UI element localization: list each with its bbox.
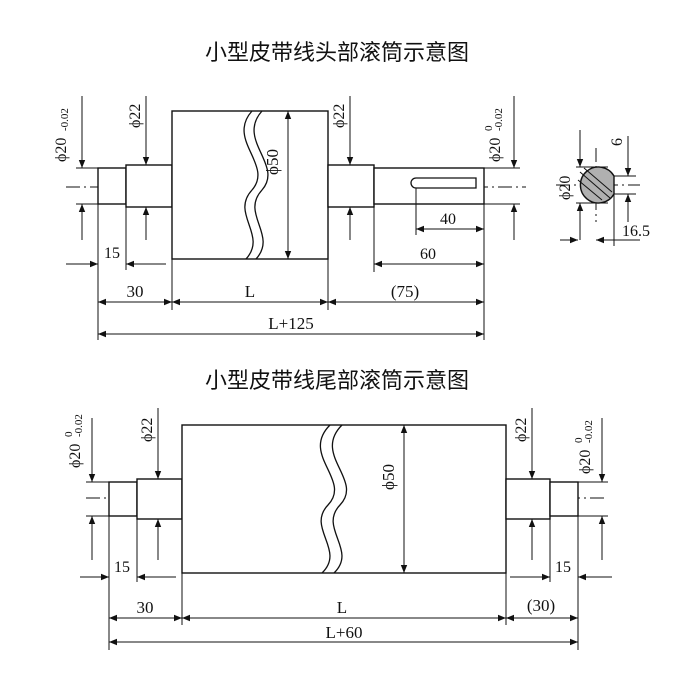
section-key-width-label: 6: [609, 138, 626, 146]
svg-text:ϕ50: ϕ50: [263, 149, 282, 175]
section-hatch: [577, 179, 603, 201]
svg-text:ϕ20: ϕ20: [53, 138, 70, 162]
svg-text:ϕ20: ϕ20: [487, 138, 504, 162]
tail-len-step-left-label: 15: [114, 559, 130, 576]
head-len-step-label: 15: [104, 245, 120, 262]
tail-len-right-label: (30): [527, 596, 555, 615]
head-len-drum-label: L: [245, 282, 255, 301]
svg-text:6: 6: [609, 138, 626, 146]
tail-break-line-2: [331, 424, 348, 574]
tail-dia-right-step-label: ϕ22: [513, 418, 530, 442]
svg-text:ϕ22: ϕ22: [127, 104, 144, 128]
head-dia-left-shaft-label: ϕ20 -0.02: [53, 108, 71, 162]
head-len-keyway-label: 40: [440, 211, 456, 228]
tail-right-step: [505, 478, 551, 520]
svg-text:ϕ20: ϕ20: [557, 176, 574, 200]
head-section-view: ϕ20 6 16.5: [556, 130, 650, 246]
head-len-right-label: (75): [391, 282, 419, 301]
tail-dia-left-shaft-label: ϕ20 0 -0.02: [63, 414, 85, 468]
svg-text:0: 0: [573, 437, 585, 443]
head-roller-drawing: 小型皮带线头部滚筒示意图 ϕ20 -0.02 ϕ22: [53, 41, 650, 340]
head-keyway: [410, 177, 477, 189]
tail-left-shaft: [108, 481, 138, 517]
section-hatch: [583, 167, 613, 193]
svg-text:-0.02: -0.02: [583, 420, 595, 443]
tail-left-step: [136, 478, 183, 520]
tail-len-total-label: L+60: [326, 623, 363, 642]
head-title: 小型皮带线头部滚筒示意图: [205, 41, 469, 66]
tail-dia-right-shaft-label: ϕ20 0 -0.02: [573, 420, 595, 474]
head-drum: [171, 110, 329, 260]
head-dia-right-step-label: ϕ22: [331, 104, 348, 128]
svg-text:ϕ22: ϕ22: [331, 104, 348, 128]
svg-text:ϕ22: ϕ22: [513, 418, 530, 442]
head-break-line-1: [243, 110, 259, 260]
head-dia-right-shaft-label: ϕ20 0 -0.02: [483, 108, 505, 162]
tail-title: 小型皮带线尾部滚筒示意图: [205, 369, 469, 394]
svg-text:-0.02: -0.02: [73, 414, 85, 437]
head-len-key-end-label: 60: [420, 246, 436, 263]
tail-break-line-1: [319, 424, 336, 574]
svg-text:0: 0: [63, 431, 75, 437]
head-len-total-label: L+125: [268, 314, 313, 333]
tail-right-shaft: [549, 481, 579, 517]
tail-len-step-right-label: 15: [555, 559, 571, 576]
svg-text:0: 0: [483, 125, 495, 131]
head-right-step: [327, 164, 375, 208]
head-right-shaft: [373, 167, 485, 205]
head-left-step: [125, 164, 173, 208]
section-hatch: [579, 171, 611, 199]
tail-len-left-label: 30: [137, 598, 154, 617]
tail-dia-drum-label: ϕ50: [379, 464, 398, 490]
svg-text:-0.02: -0.02: [493, 108, 505, 131]
svg-text:-0.02: -0.02: [59, 108, 71, 131]
head-left-shaft: [97, 167, 127, 205]
head-dia-drum-label: ϕ50: [263, 149, 282, 175]
head-len-left-label: 30: [127, 282, 144, 301]
tail-dia-left-step-label: ϕ22: [139, 418, 156, 442]
svg-text:ϕ20: ϕ20: [67, 444, 84, 468]
tail-roller-drawing: 小型皮带线尾部滚筒示意图 ϕ20 0 -0.02 ϕ22 ϕ50: [63, 369, 612, 650]
svg-text:ϕ22: ϕ22: [139, 418, 156, 442]
svg-text:ϕ20: ϕ20: [577, 450, 594, 474]
section-key-depth-label: 16.5: [622, 223, 650, 240]
svg-text:ϕ50: ϕ50: [379, 464, 398, 490]
tail-len-drum-label: L: [337, 598, 347, 617]
section-dia-label: ϕ20: [557, 176, 574, 200]
head-dia-left-step-label: ϕ22: [127, 104, 144, 128]
head-break-line-2: [253, 110, 269, 260]
